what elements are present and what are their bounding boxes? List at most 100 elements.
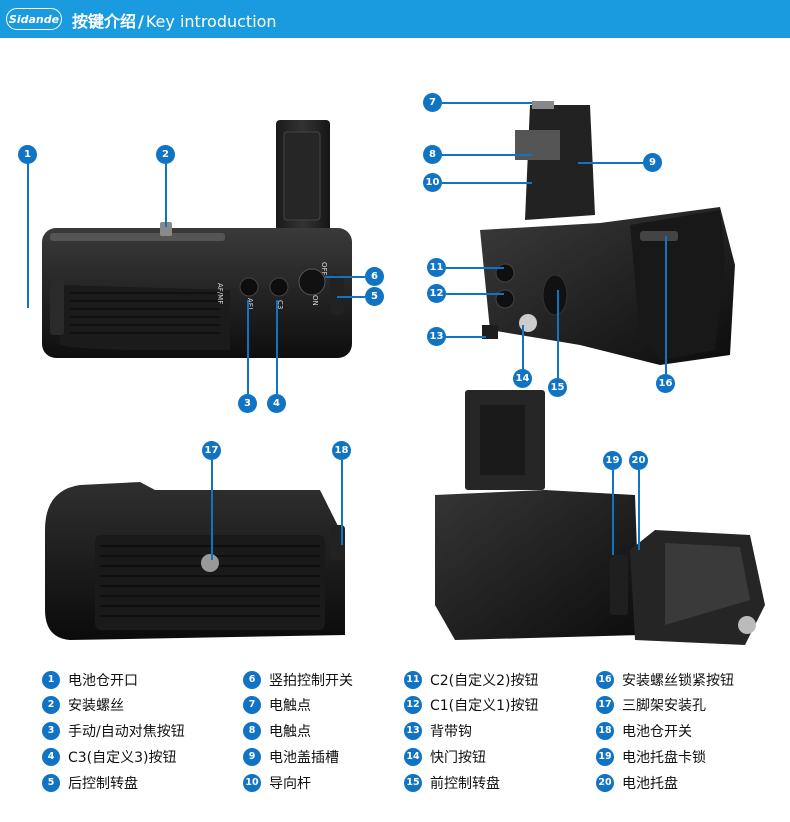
leader-2 (165, 163, 167, 227)
open-tray-photo (425, 385, 780, 655)
callout-8: 8 (423, 145, 442, 164)
legend-number: 3 (42, 722, 60, 740)
leader-9 (578, 162, 643, 164)
legend-item: 1 电池仓开口 (42, 669, 138, 691)
leader-14 (522, 325, 524, 369)
legend-number: 7 (243, 696, 261, 714)
leader-16 (665, 236, 667, 374)
mark-off: OFF (320, 262, 328, 276)
legend-label: 三脚架安装孔 (622, 698, 706, 714)
brand-logo: Sidande (6, 8, 62, 30)
leader-12 (446, 293, 504, 295)
tray-screw (738, 616, 756, 634)
rear-dial (330, 275, 344, 315)
header-bar: Sidande 按键介绍/Key introduction (0, 0, 790, 38)
legend-label: 电池仓开关 (622, 724, 692, 740)
callout-2: 2 (156, 145, 175, 164)
back-view-photo (40, 460, 370, 655)
legend-number: 18 (596, 722, 614, 740)
legend-label: 安装螺丝锁紧按钮 (622, 673, 734, 689)
legend-label: 安装螺丝 (68, 698, 124, 714)
legend-item: 17 三脚架安装孔 (596, 694, 706, 716)
callout-11: 11 (427, 258, 446, 277)
battery-door-edge (50, 280, 64, 335)
legend-number: 19 (596, 748, 614, 766)
callout-16: 16 (656, 374, 675, 393)
legend-number: 8 (243, 722, 261, 740)
legend-item: 16 安装螺丝锁紧按钮 (596, 669, 734, 691)
mark-af-mf: AF/MF (216, 283, 224, 305)
leader-17 (211, 460, 213, 560)
front-dial-side (542, 274, 568, 316)
legend-item: 18 电池仓开关 (596, 720, 692, 742)
legend-item: 6 竖拍控制开关 (243, 669, 353, 691)
legend-number: 6 (243, 671, 261, 689)
callout-6: 6 (365, 267, 384, 286)
legend-item: 15 前控制转盘 (404, 772, 500, 794)
legend-label: 电池托盘卡锁 (622, 750, 706, 766)
callout-19: 19 (603, 451, 622, 470)
leader-3 (247, 300, 249, 394)
legend-item: 9 电池盖插槽 (243, 746, 339, 768)
rubber-panel (95, 535, 325, 630)
page-title: 按键介绍/Key introduction (72, 8, 277, 32)
callout-18: 18 (332, 441, 351, 460)
legend-number: 14 (404, 748, 422, 766)
callout-15: 15 (548, 378, 567, 397)
mounting-screw (160, 222, 172, 236)
open-grip-body (435, 490, 640, 640)
leader-18 (341, 460, 343, 545)
title-en: Key introduction (145, 12, 277, 31)
leader-20 (638, 470, 640, 550)
legend-label: 电池盖插槽 (269, 750, 339, 766)
legend-label: 导向杆 (269, 776, 311, 792)
mark-on: ON (311, 295, 319, 306)
legend-number: 17 (596, 696, 614, 714)
leader-8 (442, 154, 532, 156)
legend-number: 9 (243, 748, 261, 766)
callout-20: 20 (629, 451, 648, 470)
callout-7: 7 (423, 93, 442, 112)
legend-number: 13 (404, 722, 422, 740)
legend-label: 快门按钮 (430, 750, 486, 766)
legend-number: 5 (42, 774, 60, 792)
callout-14: 14 (513, 369, 532, 388)
tripod-socket (201, 554, 219, 572)
legend-label: 电触点 (269, 724, 311, 740)
legend-label: 电池仓开口 (68, 673, 138, 689)
legend-number: 4 (42, 748, 60, 766)
legend-item: 13 背带钩 (404, 720, 472, 742)
legend-label: 前控制转盘 (430, 776, 500, 792)
legend-number: 16 (596, 671, 614, 689)
callout-10: 10 (423, 173, 442, 192)
legend-label: C2(自定义2)按钮 (430, 673, 539, 689)
leader-4 (276, 300, 278, 394)
front-view-photo (20, 110, 390, 420)
battery-tray-latch (610, 555, 628, 615)
callout-9: 9 (643, 153, 662, 172)
legend-label: 后控制转盘 (68, 776, 138, 792)
c3-button (269, 277, 289, 297)
leader-15 (557, 290, 559, 378)
legend-number: 12 (404, 696, 422, 714)
leader-1 (27, 163, 29, 308)
callout-17: 17 (202, 441, 221, 460)
callout-1: 1 (18, 145, 37, 164)
legend-number: 1 (42, 671, 60, 689)
legend-label: 竖拍控制开关 (269, 673, 353, 689)
legend-item: 14 快门按钮 (404, 746, 486, 768)
legend-label: 电池托盘 (622, 776, 678, 792)
vertical-switch (298, 268, 326, 296)
leader-13 (446, 336, 486, 338)
legend-number: 15 (404, 774, 422, 792)
legend-label: 背带钩 (430, 724, 472, 740)
leader-6 (325, 276, 365, 278)
strap-lug-side (482, 325, 498, 339)
